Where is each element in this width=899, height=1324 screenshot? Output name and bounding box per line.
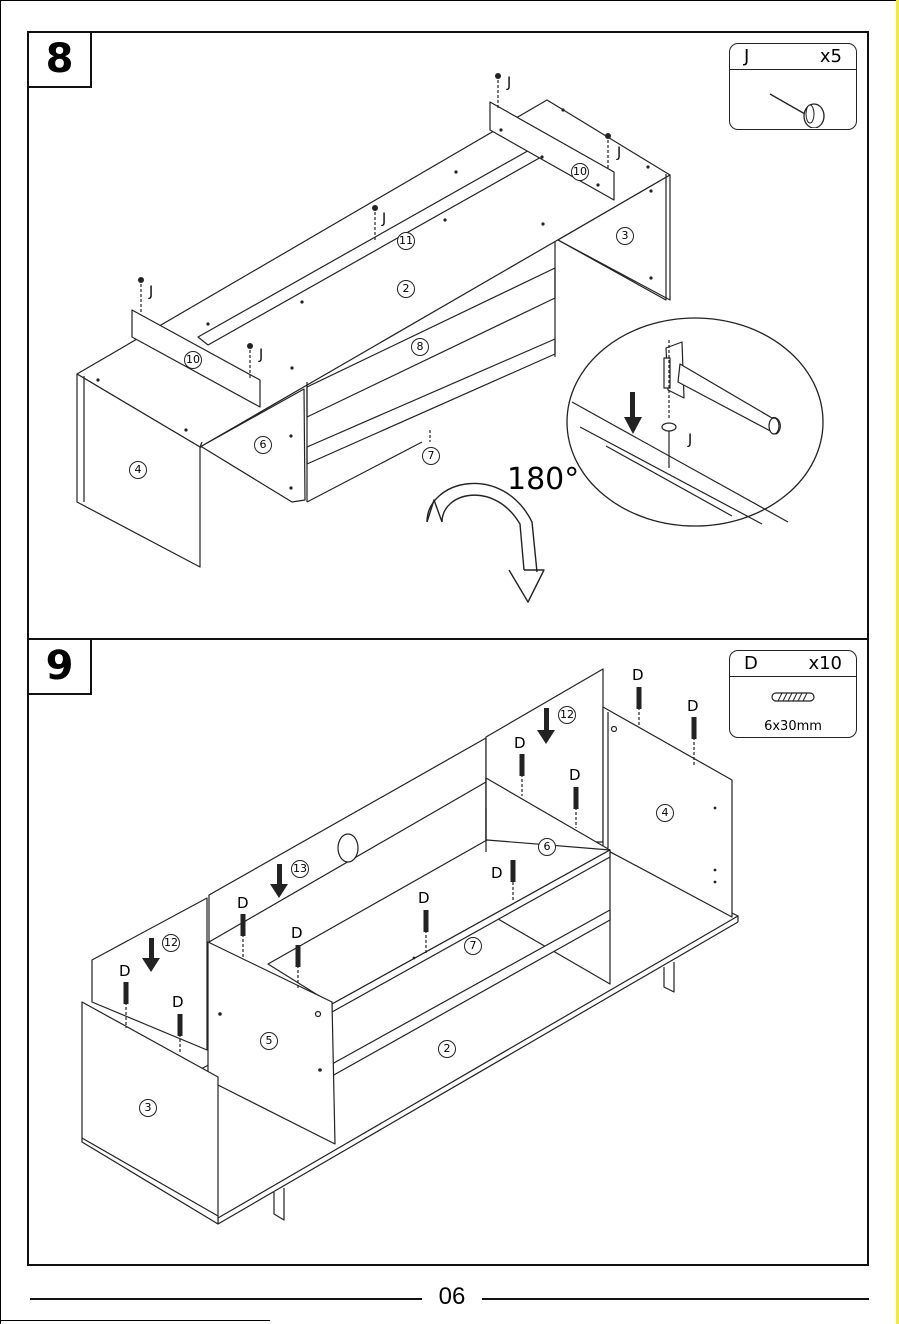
step-number: 9 xyxy=(27,638,92,695)
step-number: 8 xyxy=(27,31,92,88)
step-8-panel: 8 J J J J J J 180° 4 10 10 11 2 8 3 6 7 … xyxy=(27,31,869,640)
footer-rule-right xyxy=(482,1298,869,1300)
hardware-quantity: x10 xyxy=(808,653,842,674)
hardware-quantity: x5 xyxy=(820,46,842,67)
hardware-box-d: D x10 6x30mm xyxy=(729,650,857,738)
page-top-border xyxy=(0,0,896,1)
hardware-box-j: J x5 xyxy=(729,43,857,130)
page-number: 06 xyxy=(422,1280,482,1314)
bottom-rule xyxy=(0,1320,270,1321)
nail-icon xyxy=(730,70,856,128)
hardware-code: D xyxy=(744,653,758,674)
page-left-border xyxy=(0,0,1,1324)
hardware-code: J xyxy=(744,46,749,67)
dowel-icon xyxy=(730,677,856,717)
hardware-size: 6x30mm xyxy=(730,719,856,734)
footer-rule-left xyxy=(30,1298,422,1300)
step-9-panel: 9 D D D D D D D D D D 12 12 13 4 6 7 5 2… xyxy=(27,638,869,1266)
